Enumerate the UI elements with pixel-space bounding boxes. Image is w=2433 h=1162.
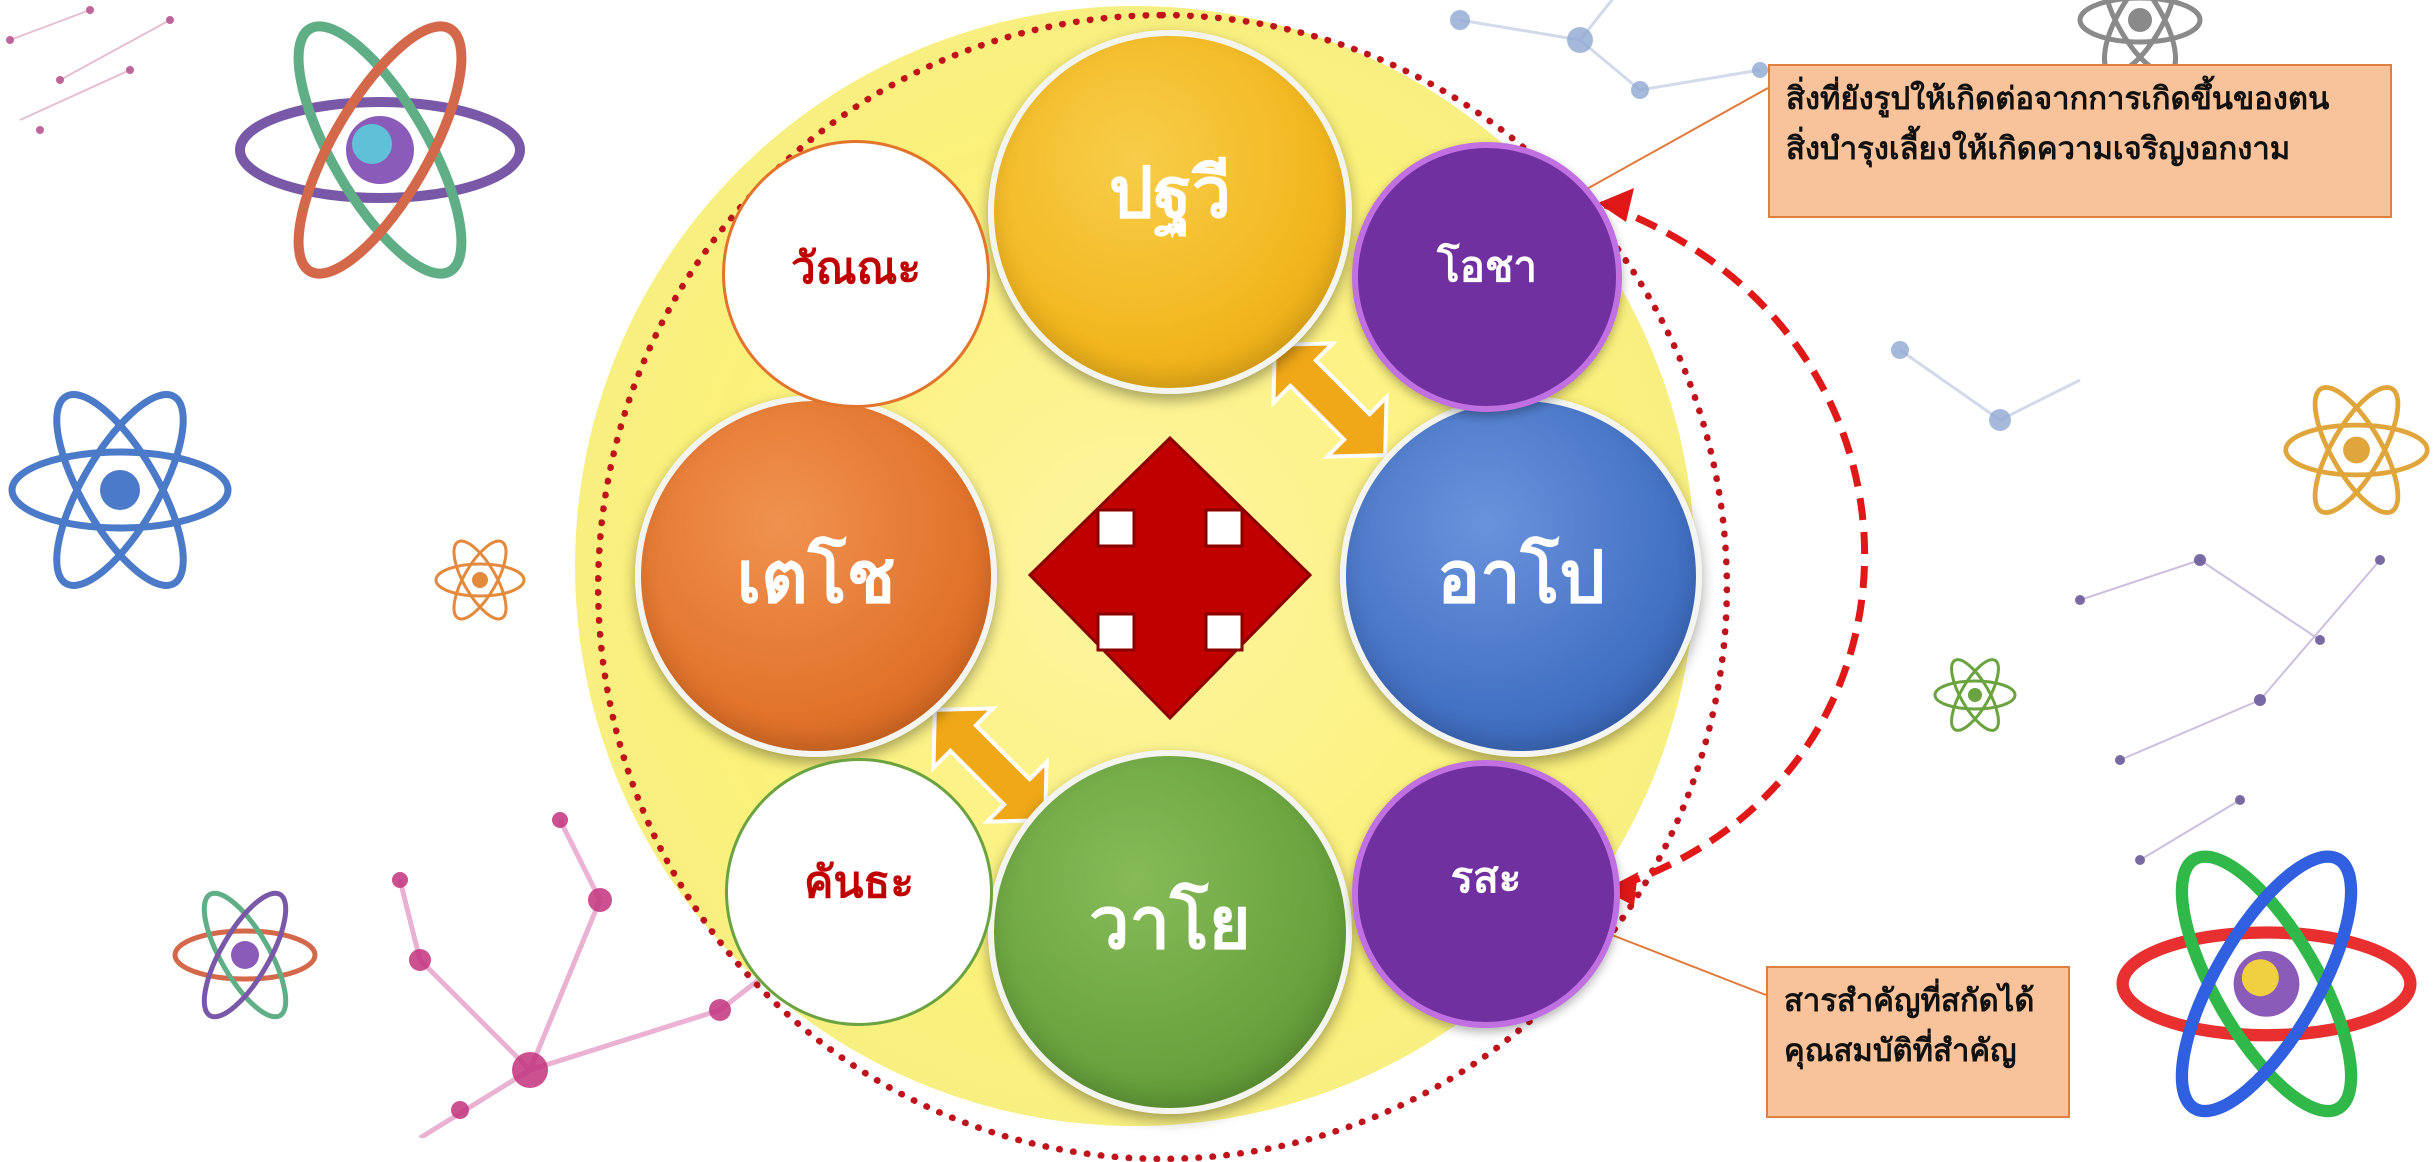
apo-label: อาโป xyxy=(1436,534,1606,619)
oja-label: โอชา xyxy=(1437,242,1537,291)
atom-icon-green-small xyxy=(1933,658,2017,732)
vanna-label: วัณณะ xyxy=(791,243,921,294)
attribute-circle-rasa: รสะ xyxy=(1352,760,1620,1028)
vayo-label: วาโย xyxy=(1089,880,1251,965)
pathavi-label: ปฐวี xyxy=(1108,151,1232,234)
element-circle-pathavi: ปฐวี xyxy=(988,30,1352,394)
rasa-label: รสะ xyxy=(1450,853,1522,902)
connector-graphics xyxy=(933,87,1868,996)
attribute-circle-gandha: คันธะ xyxy=(725,758,993,1026)
background-network xyxy=(6,0,2385,1138)
atom-icon-rainbow-bottomright xyxy=(2116,850,2417,1118)
element-circle-vayo: วาโย xyxy=(988,750,1352,1114)
callout-rasa: สารสำคัญที่สกัดได้ คุณสมบัติที่สำคัญ xyxy=(1766,966,2070,1118)
atom-icon-blue-left xyxy=(8,391,232,589)
callout-rasa-line-2: คุณสมบัติที่สำคัญ xyxy=(1784,1033,2017,1069)
tejo-label: เตโช xyxy=(736,534,896,619)
element-circle-tejo: เตโช xyxy=(635,395,997,757)
arrowhead-bottom xyxy=(1604,872,1638,906)
atom-icon-rainbow-topleft xyxy=(235,21,525,279)
gandha-label: คันธะ xyxy=(804,857,914,908)
atom-icon-gray-topright xyxy=(2077,0,2203,70)
four-way-diamond-icon xyxy=(1027,435,1313,721)
attribute-circle-vanna: วัณณะ xyxy=(722,140,990,408)
callout-oja: สิ่งที่ยังรูปให้เกิดต่อจากการเกิดขึ้นของ… xyxy=(1768,64,2392,218)
leader-line-oja xyxy=(1584,87,1769,191)
arrowhead-top xyxy=(1598,188,1634,222)
atom-icon-orange-small xyxy=(434,539,526,621)
dashed-curve-connector xyxy=(1603,201,1868,892)
element-circle-apo: อาโป xyxy=(1340,395,1702,757)
atom-icon-multicolor-bottomleft xyxy=(172,890,318,1020)
atom-icon-gold-right xyxy=(2283,385,2430,515)
callout-oja-line-1: สิ่งที่ยังรูปให้เกิดต่อจากการเกิดขึ้นของ… xyxy=(1786,81,2330,117)
leader-line-rasa xyxy=(1611,934,1767,996)
attribute-circle-oja: โอชา xyxy=(1352,142,1622,412)
callout-oja-line-2: สิ่งบำรุงเลี้ยงให้เกิดความเจริญงอกงาม xyxy=(1786,131,2291,167)
callout-rasa-line-1: สารสำคัญที่สกัดได้ xyxy=(1784,983,2035,1019)
